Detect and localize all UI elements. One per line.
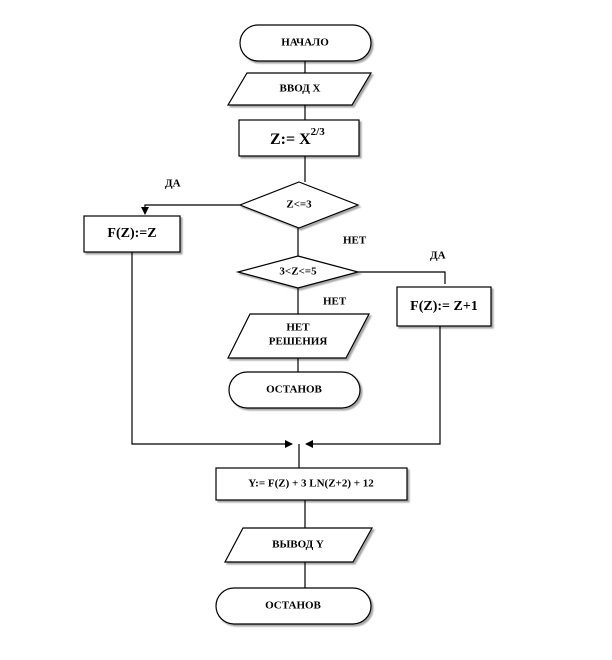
connector-fz-merge bbox=[131, 252, 293, 448]
compute-y-label: Y:= F(Z) + 3 LN(Z+2) + 12 bbox=[248, 478, 374, 490]
no-solution-block: НЕТ РЕШЕНИЯ bbox=[227, 313, 370, 359]
assign-z-label: Z:= X bbox=[270, 131, 311, 148]
input-block: ВВОД X bbox=[226, 72, 373, 106]
stop-terminal-1: ОСТАНОВ bbox=[228, 371, 361, 409]
connector-cond1-yes bbox=[141, 204, 240, 215]
connectors bbox=[131, 61, 446, 588]
output-label: ВЫВОД Y bbox=[272, 539, 324, 551]
condition-2-label: 3<Z<=5 bbox=[279, 266, 317, 278]
svg-text:Z:= X2/3: Z:= X2/3 bbox=[270, 126, 325, 148]
start-label: НАЧАЛО bbox=[281, 37, 329, 49]
condition-1-label: Z<=3 bbox=[286, 199, 312, 211]
fz-z-block: F(Z):=Z bbox=[83, 215, 181, 253]
start-terminal: НАЧАЛО bbox=[239, 24, 372, 62]
output-block: ВЫВОД Y bbox=[224, 527, 374, 563]
yes-label-2: ДА bbox=[430, 250, 446, 262]
stop-2-label: ОСТАНОВ bbox=[265, 600, 321, 612]
fz-z1-block: F(Z):= Z+1 bbox=[396, 286, 492, 327]
no-label-2: НЕТ bbox=[323, 296, 347, 308]
connector-fz1-merge bbox=[305, 326, 441, 448]
stop-1-label: ОСТАНОВ bbox=[266, 384, 322, 396]
yes-label-1: ДА bbox=[165, 178, 181, 190]
condition-1-decision: Z<=3 bbox=[238, 181, 360, 229]
no-solution-line-1: НЕТ bbox=[286, 322, 310, 334]
no-label-1: НЕТ bbox=[343, 235, 367, 247]
compute-y-block: Y:= F(Z) + 3 LN(Z+2) + 12 bbox=[215, 467, 408, 501]
assign-z-block: Z:= X2/3 bbox=[238, 119, 360, 157]
condition-2-decision: 3<Z<=5 bbox=[235, 255, 361, 289]
fz-z-label: F(Z):=Z bbox=[107, 226, 156, 241]
no-solution-line-2: РЕШЕНИЯ bbox=[269, 336, 328, 348]
stop-terminal-2: ОСТАНОВ bbox=[215, 587, 372, 625]
input-label: ВВОД X bbox=[280, 83, 321, 95]
fz-z1-label: F(Z):= Z+1 bbox=[410, 299, 478, 314]
assign-z-exponent: 2/3 bbox=[311, 126, 326, 138]
connector-cond2-yes bbox=[358, 271, 446, 284]
